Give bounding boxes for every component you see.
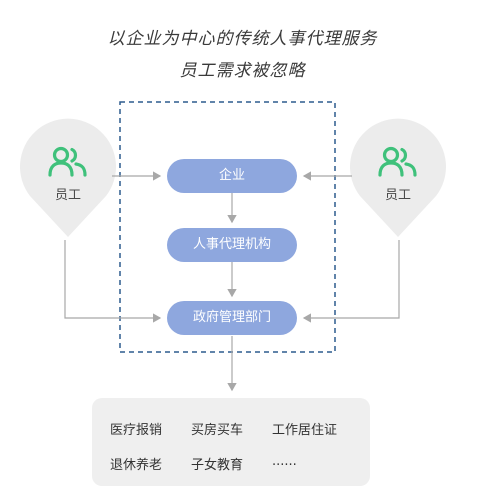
employee-right-label: 员工 bbox=[384, 188, 411, 203]
node-enterprise bbox=[167, 159, 297, 193]
employee-left-pin bbox=[20, 118, 117, 237]
enterprise-scope-boundary bbox=[119, 101, 336, 353]
service-item: ...... bbox=[272, 454, 297, 469]
node-hr-agency-label: 人事代理机构 bbox=[192, 237, 271, 252]
node-enterprise-label: 企业 bbox=[218, 168, 245, 183]
employee-left-label: 员工 bbox=[54, 188, 81, 203]
user-group-icon bbox=[48, 146, 87, 177]
diagram-subtitle: 员工需求被忽略 bbox=[179, 61, 306, 81]
node-hr-agency bbox=[167, 228, 297, 262]
service-item: 子女教育 bbox=[191, 458, 244, 473]
arrow-employee-left-to-gov bbox=[64, 240, 162, 323]
user-group-icon bbox=[378, 146, 417, 177]
employee-right-pin bbox=[350, 118, 446, 237]
service-item: 退休养老 bbox=[110, 458, 163, 473]
service-item: 买房买车 bbox=[191, 423, 244, 438]
service-item: 工作居住证 bbox=[272, 423, 338, 438]
node-gov-dept bbox=[167, 301, 297, 335]
diagram-title: 以企业为中心的传统人事代理服务 bbox=[107, 29, 378, 49]
service-item: 医疗报销 bbox=[110, 423, 163, 438]
arrow-employee-right-to-gov bbox=[302, 240, 400, 323]
node-gov-dept-label: 政府管理部门 bbox=[192, 310, 271, 325]
services-box bbox=[92, 398, 370, 486]
